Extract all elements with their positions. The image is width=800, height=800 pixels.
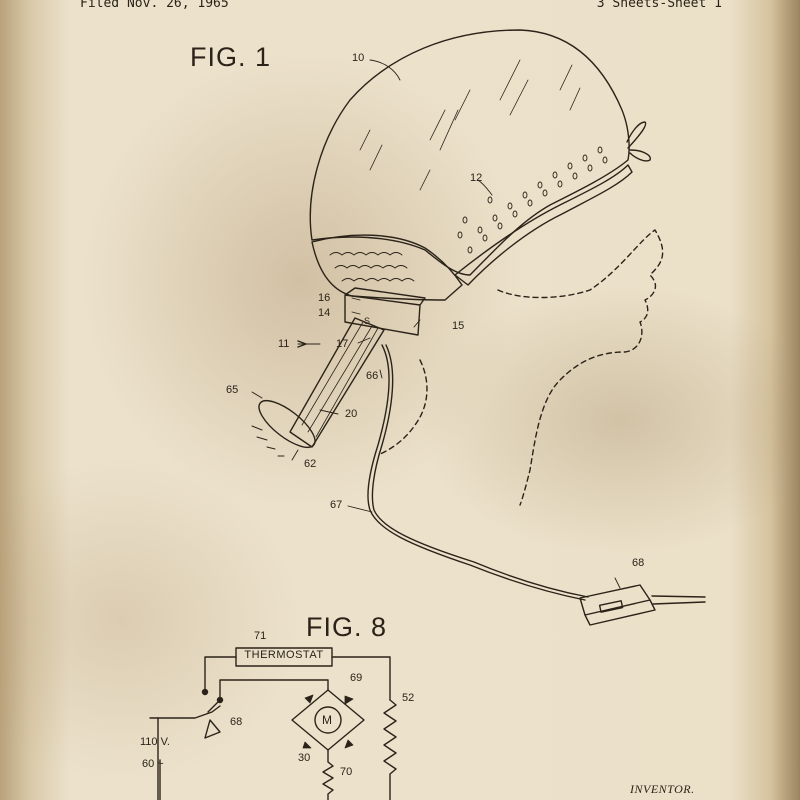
ref-71: 71	[254, 630, 267, 642]
drawstring-bow	[626, 121, 651, 162]
ref-11: 11	[278, 338, 290, 350]
ref-68-switch: 68	[632, 557, 645, 569]
ref-30: 30	[298, 752, 311, 764]
power-cord	[367, 344, 586, 601]
switch-slot	[598, 600, 624, 613]
circuit-wiring	[204, 656, 391, 713]
control-switch	[579, 584, 656, 626]
thermostat-label: THERMOSTAT	[244, 649, 324, 661]
power-cord-inner	[371, 344, 589, 598]
ref-62: 62	[304, 458, 317, 470]
ref-52: 52	[402, 692, 415, 704]
ref-67: 67	[330, 499, 343, 511]
airflow-arrows	[251, 425, 285, 457]
ref-14: 14	[318, 307, 331, 319]
quilted-panel	[311, 234, 463, 301]
ref-68-circuit: 68	[230, 716, 243, 728]
head-profile-outline	[497, 229, 664, 506]
sheet-count: 3 Sheets-Sheet 1	[596, 0, 722, 11]
ref-12: 12	[470, 172, 483, 184]
supply-lines	[157, 717, 161, 800]
neck-back-dashed	[377, 359, 428, 456]
ref-66: 66	[366, 370, 379, 382]
ref-15: 15	[452, 320, 465, 332]
ref-16: 16	[318, 292, 331, 304]
figure-8-label: FIG. 8	[306, 612, 388, 642]
voltage-label: 110 V.	[140, 736, 170, 748]
arrow-11	[297, 340, 307, 348]
cap-hatching	[359, 59, 581, 191]
cap-rim	[454, 164, 633, 286]
switch-68	[149, 705, 221, 739]
bonnet-cap	[309, 29, 630, 276]
ref-70: 70	[340, 766, 353, 778]
cord-end	[651, 595, 706, 605]
ref-65: 65	[226, 384, 239, 396]
ref-s: S	[364, 316, 371, 326]
ref-69: 69	[350, 672, 363, 684]
ref-20: 20	[345, 408, 358, 420]
frequency-label: 60 ~	[142, 758, 164, 770]
inventor-label: INVENTOR.	[630, 782, 695, 796]
motor-label: M	[322, 713, 332, 727]
cap-perforations	[457, 146, 608, 254]
hose-ribs	[301, 321, 379, 438]
ref-10: 10	[352, 52, 365, 64]
resistor-52	[383, 699, 397, 800]
resistor-70	[322, 749, 334, 800]
motor-circle	[314, 706, 342, 734]
hose-connector	[344, 287, 426, 336]
quilt-scallops	[329, 252, 415, 282]
leader-lines	[251, 59, 621, 589]
terminal-dot-2	[216, 696, 224, 704]
diode-marks	[302, 694, 354, 749]
nozzle-head	[258, 399, 316, 449]
ref-17: 17	[336, 338, 349, 350]
filed-date: Filed Nov. 26, 1965	[80, 0, 229, 11]
figure-1-label: FIG. 1	[190, 42, 272, 72]
terminal-dot-1	[201, 688, 209, 696]
